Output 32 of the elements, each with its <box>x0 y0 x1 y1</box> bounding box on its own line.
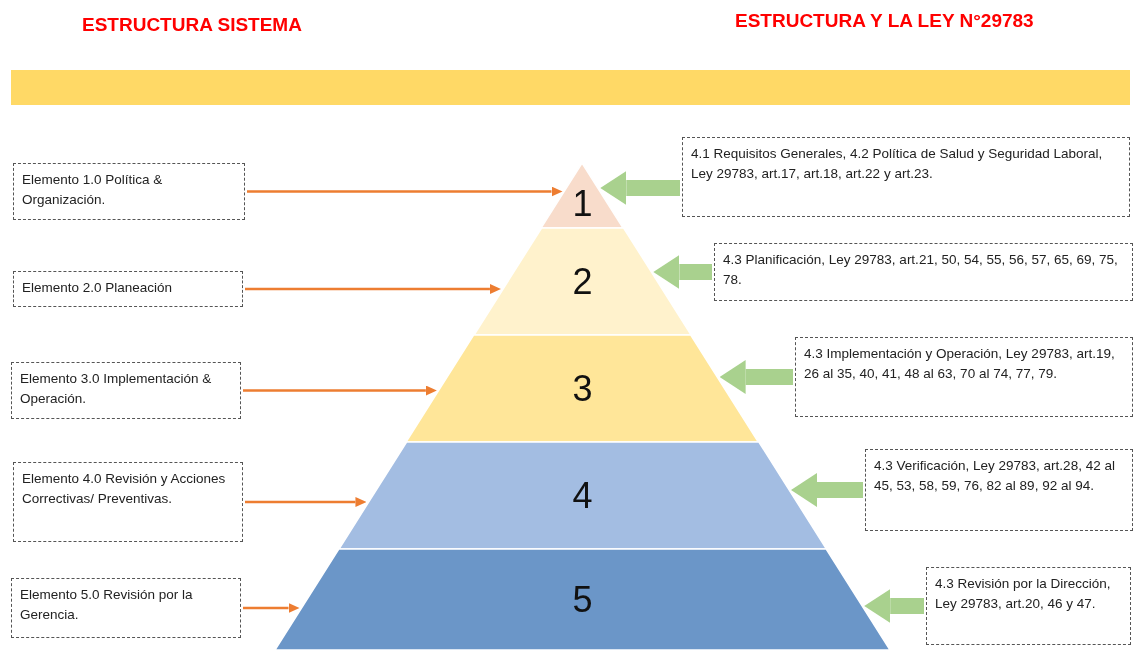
text-box: Elemento 1.0 Política & Organización. <box>13 163 245 220</box>
text-box: 4.3 Planificación, Ley 29783, art.21, 50, 54, 55, 56, 57, 65, 69, 75, 78. <box>714 243 1133 301</box>
text-box: Elemento 3.0 Implementación & Operación. <box>11 362 241 419</box>
pyramid-level <box>338 442 827 549</box>
text-box: 4.3 Implementación y Operación, Ley 29783, art.19, 26 al 35, 40, 41, 48 al 63, 70 al 74, 77, 79. <box>795 337 1133 417</box>
arrow <box>243 385 437 396</box>
block-arrow <box>864 589 924 623</box>
heading: ESTRUCTURA SISTEMA <box>82 14 302 36</box>
text-box: Elemento 2.0 Planeación <box>13 271 243 307</box>
level-number: 5 <box>572 579 593 620</box>
text-box: Elemento 4.0 Revisión y Acciones Correctivas/ Preventivas. <box>13 462 243 542</box>
pyramid-level <box>473 228 692 335</box>
arrow <box>247 186 563 197</box>
pyramid-level <box>406 335 759 442</box>
arrow <box>245 284 501 294</box>
arrow <box>245 497 367 507</box>
banner-bar <box>11 70 1130 105</box>
level-number: 3 <box>572 368 593 409</box>
arrow <box>243 603 300 613</box>
block-arrow <box>653 255 712 289</box>
level-number: 4 <box>572 475 593 516</box>
block-arrow <box>790 473 863 507</box>
block-arrow <box>719 360 793 394</box>
heading: ESTRUCTURA Y LA LEY N°29783 <box>735 10 1034 32</box>
block-arrow <box>600 171 680 205</box>
pyramid-level <box>275 549 890 650</box>
text-box: 4.3 Verificación, Ley 29783, art.28, 42 al 45, 53, 58, 59, 76, 82 al 89, 92 al 94. <box>865 449 1133 531</box>
level-number: 2 <box>572 261 593 302</box>
text-box: 4.1 Requisitos Generales, 4.2 Política de Salud y Seguridad Laboral, Ley 29783, art.17, art.18, art.22 y art.23. <box>682 137 1130 217</box>
text-box: Elemento 5.0 Revisión por la Gerencia. <box>11 578 241 638</box>
text-box: 4.3 Revisión por la Dirección, Ley 29783, art.20, 46 y 47. <box>926 567 1131 645</box>
level-number: 1 <box>572 183 593 224</box>
